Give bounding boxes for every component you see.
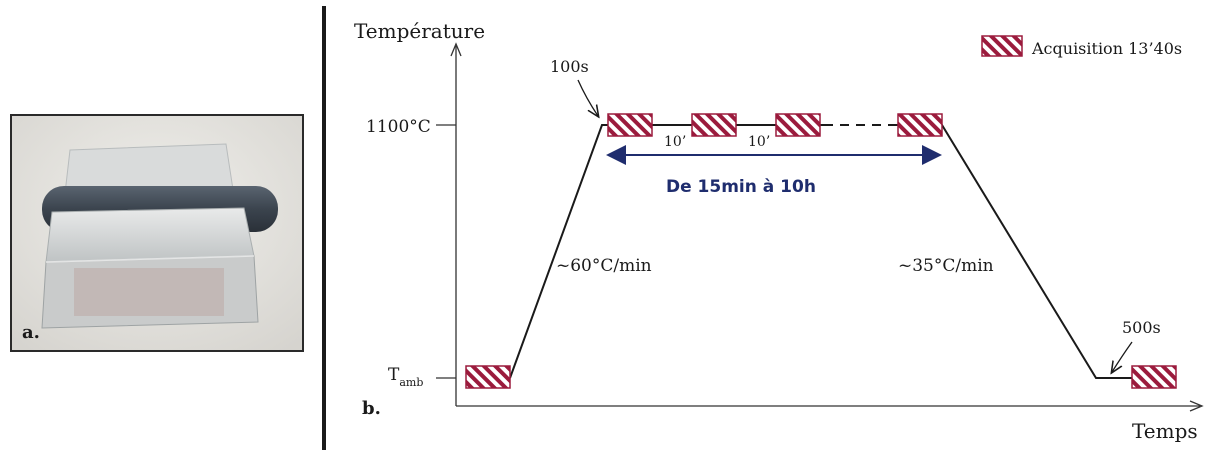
y-axis-arrowhead bbox=[450, 42, 462, 57]
hold-start-label: 100s bbox=[550, 57, 589, 76]
legend-label: Acquisition 13’40s bbox=[1031, 39, 1182, 58]
tick-high-label: 1100°C bbox=[366, 117, 431, 137]
interval-label-2: 10’ bbox=[748, 134, 770, 150]
x-axis-label: Temps bbox=[1132, 419, 1198, 443]
acquisition-block-end bbox=[1131, 365, 1177, 389]
cooling-rate-label: ~35°C/min bbox=[898, 256, 994, 276]
hold-end-label: 500s bbox=[1122, 318, 1161, 337]
legend-swatch bbox=[981, 35, 1023, 57]
sample-photo-image bbox=[12, 116, 302, 350]
panel-divider bbox=[322, 6, 326, 450]
x-axis-arrowhead bbox=[1189, 400, 1204, 412]
photo-panel-label: a. bbox=[22, 322, 40, 343]
y-axis-label: Température bbox=[354, 19, 485, 43]
sample-photo: a. bbox=[10, 114, 304, 352]
acquisition-block-4 bbox=[897, 113, 943, 137]
duration-label: De 15min à 10h bbox=[666, 177, 816, 197]
hold-start-pointer bbox=[577, 79, 598, 116]
heating-rate-label: ~60°C/min bbox=[556, 256, 652, 276]
tick-low-label: Tamb bbox=[388, 365, 423, 389]
diagram-panel-label: b. bbox=[362, 398, 381, 419]
acquisition-block-2 bbox=[691, 113, 737, 137]
hold-end-pointer bbox=[1112, 341, 1133, 372]
acquisition-block-3 bbox=[775, 113, 821, 137]
acquisition-block-start bbox=[465, 365, 511, 389]
heat-treatment-diagram: Température Temps 1100°C Tamb Acquisitio… bbox=[354, 19, 1204, 443]
acquisition-block-1 bbox=[607, 113, 653, 137]
temperature-profile bbox=[509, 124, 1134, 379]
interval-label-1: 10’ bbox=[664, 134, 686, 150]
